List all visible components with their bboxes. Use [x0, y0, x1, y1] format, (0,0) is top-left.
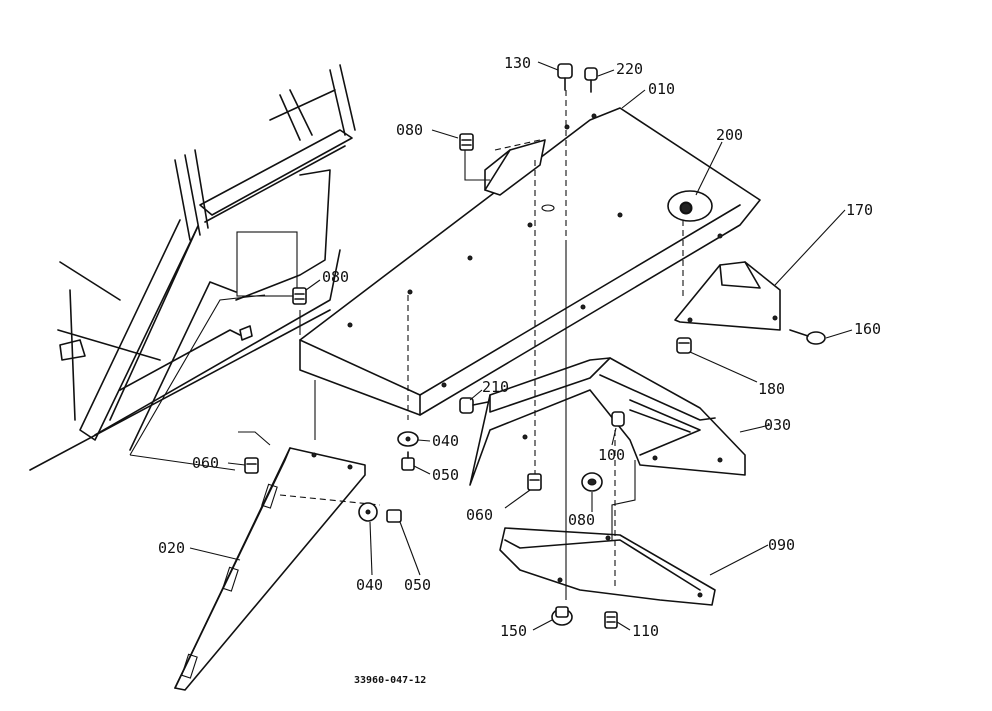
plate-090: [499, 527, 716, 606]
callout-040-lower: 040: [356, 576, 383, 594]
callout-010: 010: [648, 80, 675, 98]
bolt-220: [584, 67, 598, 93]
assembly-lines: [129, 90, 684, 600]
callout-220: 220: [616, 60, 643, 78]
nut-060-center: [527, 473, 542, 491]
callout-020: 020: [158, 539, 185, 557]
callout-060-center: 060: [466, 506, 493, 524]
bracket-020: [174, 447, 366, 691]
callout-050-lower: 050: [404, 576, 431, 594]
bolt-210: [459, 397, 489, 414]
callout-150: 150: [500, 622, 527, 640]
washer-040-upper: [397, 431, 419, 447]
bolt-160: [789, 329, 826, 345]
callout-200: 200: [716, 126, 743, 144]
nut-080-center: [581, 472, 603, 492]
nut-060-left: [244, 457, 259, 474]
machine-frame: [29, 64, 356, 471]
callout-060-left: 060: [192, 454, 219, 472]
callout-160: 160: [854, 320, 881, 338]
figure-code: 33960-047-12: [354, 675, 426, 686]
washer-040-lower: [358, 502, 378, 522]
callout-030: 030: [764, 416, 791, 434]
callout-110: 110: [632, 622, 659, 640]
callout-180: 180: [758, 380, 785, 398]
bolt-110: [604, 611, 618, 629]
fasteners: [244, 63, 826, 629]
callout-090: 090: [768, 536, 795, 554]
callout-080-center: 080: [568, 511, 595, 529]
bolt-050-lower: [386, 509, 402, 523]
nut-180: [676, 337, 692, 354]
nut-150: [551, 606, 573, 626]
callout-130: 130: [504, 54, 531, 72]
leader-lines: [189, 61, 853, 631]
nut-080-top: [459, 133, 474, 151]
callout-labels: 130 220 010 080 200 170 080 160 180 210 …: [158, 54, 881, 640]
nut-080-left: [292, 287, 307, 305]
bolt-130: [557, 63, 573, 91]
callout-210: 210: [482, 378, 509, 396]
callout-040-upper: 040: [432, 432, 459, 450]
callout-100: 100: [598, 446, 625, 464]
callout-080-top: 080: [396, 121, 423, 139]
callout-050-upper: 050: [432, 466, 459, 484]
callout-170: 170: [846, 201, 873, 219]
callout-080-left: 080: [322, 268, 349, 286]
bracket-170: [674, 261, 781, 331]
bolt-050-upper: [401, 451, 415, 471]
bracket-030: [469, 357, 746, 486]
nut-100: [611, 411, 625, 427]
main-cover-010: [299, 107, 761, 416]
